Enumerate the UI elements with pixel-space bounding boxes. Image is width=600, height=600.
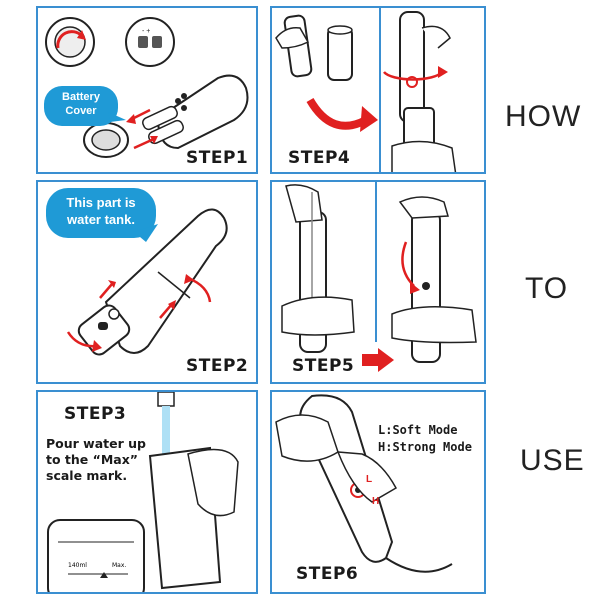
step3-label: STEP3 [64,404,127,424]
step4-panel: STEP4 [270,6,486,174]
step1-illustration: - + [44,17,249,158]
l-mark: L [366,474,373,485]
side-word-to: TO [525,272,569,305]
step3-instruction-line1: Pour water up [46,436,146,451]
water-tank-bubble: This part is water tank. [66,195,136,227]
step6-illustration [275,394,453,573]
strong-mode-label: H:Strong Mode [378,440,472,454]
h-mark: H [372,496,380,507]
step5-illustration [281,182,477,372]
scale-value: 140ml [68,562,87,569]
soft-mode-label: L:Soft Mode [378,423,458,437]
scale-max-label: Max. [112,562,127,569]
step1-panel: - + Battery Cover STEP1 [36,6,258,174]
step3-panel: STEP3 Pour water up to the “Max” scale m… [36,390,258,594]
step3-instruction-line3: scale mark. [46,468,128,483]
step3-instruction-line2: to the “Max” [46,452,138,467]
step6-label: STEP6 [296,564,359,584]
step2-label: STEP2 [186,356,249,376]
step6-panel: L:Soft Mode H:Strong Mode L H STEP6 [270,390,486,594]
svg-text:- +: - + [142,28,150,35]
step3-illustration [47,392,239,592]
battery-cover-bubble: Battery Cover [62,91,100,117]
step4-label: STEP4 [288,148,351,168]
side-word-how: HOW [505,100,582,133]
side-word-use: USE [520,444,585,477]
step2-illustration [46,188,228,356]
step1-label: STEP1 [186,148,249,168]
step5-panel: STEP5 [270,180,486,384]
step4-illustration [275,8,457,172]
step5-label: STEP5 [292,356,355,376]
step2-panel: This part is water tank. STEP2 [36,180,258,384]
